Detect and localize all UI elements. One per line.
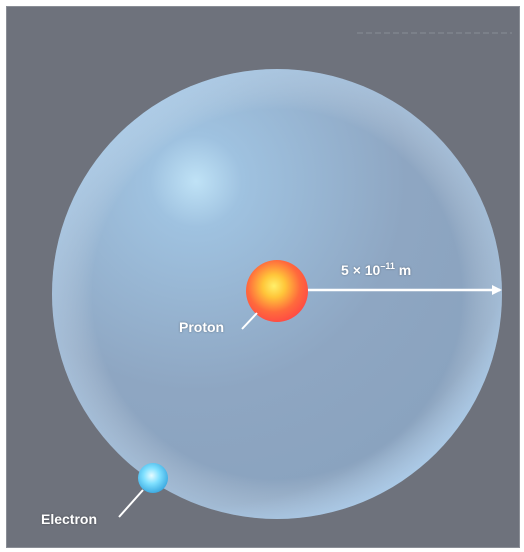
proton-label: Proton: [179, 319, 225, 335]
radius-times-sign: ×: [352, 262, 361, 278]
hydrogen-atom-diagram: Proton Electron 5 × 10–11 m: [6, 6, 520, 548]
radius-exponent: –11: [380, 261, 395, 271]
electron-sphere: [138, 463, 168, 493]
radius-mantissa: 5: [341, 262, 349, 278]
atom-illustration: [52, 32, 512, 519]
electron-leader-line: [118, 489, 144, 518]
radius-base: 10: [364, 262, 381, 278]
proton-sphere: [246, 260, 308, 322]
radius-unit: m: [398, 262, 412, 278]
electron-label: Electron: [41, 511, 98, 527]
proton-leader-line: [241, 312, 258, 330]
radius-label: 5 × 10–11 m: [341, 261, 411, 278]
